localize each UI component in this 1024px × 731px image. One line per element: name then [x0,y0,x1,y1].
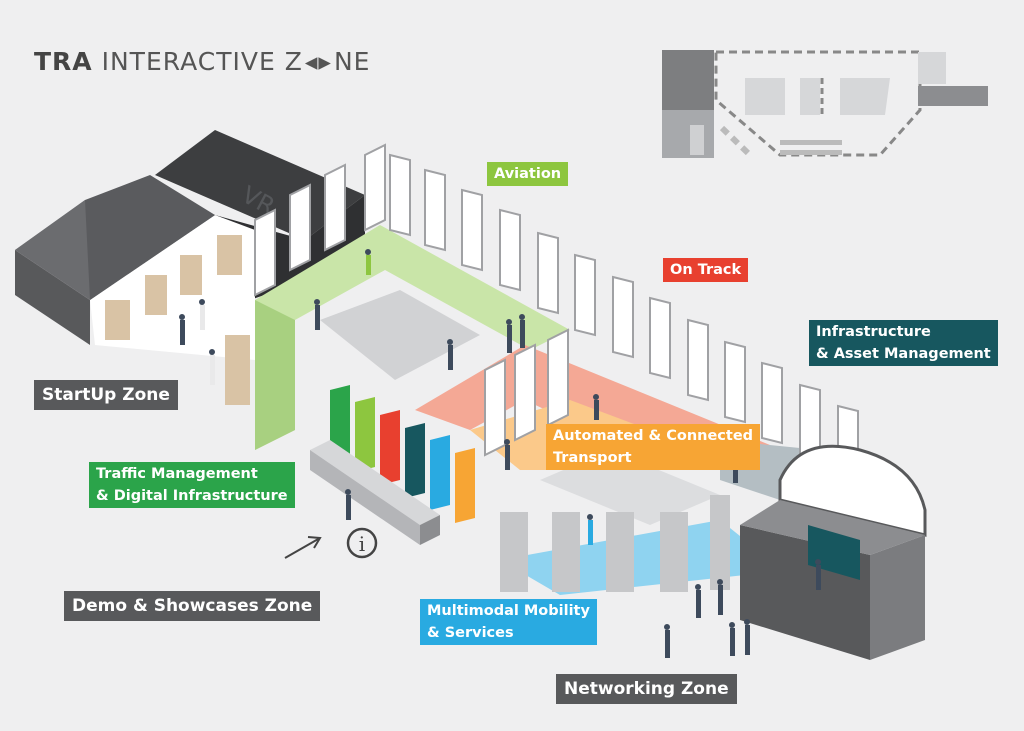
multimodal-label[interactable]: Multimodal Mobility & Services [420,599,597,645]
startup-building [15,175,255,405]
svg-text:i: i [359,532,365,556]
demo-floor [320,290,480,380]
networking-block [740,444,927,660]
people [179,249,821,658]
info-counter [310,440,440,525]
startup-zone-label[interactable]: StartUp Zone [34,380,178,410]
networking-zone-label[interactable]: Networking Zone [556,674,737,704]
multimodal-pillars [500,495,730,592]
page-title: TRA INTERACTIVE Z◂▸NE [34,47,371,76]
mini-map [662,50,988,158]
automated-label[interactable]: Automated & Connected Transport [546,424,761,470]
on-track-label[interactable]: On Track [663,258,749,282]
arrow-icon [284,536,322,559]
aviation-label[interactable]: Aviation [487,162,569,186]
infrastructure-label[interactable]: Infrastructure & Asset Management [809,320,998,366]
aviation-wall [255,300,295,450]
display-panels [330,385,475,523]
traffic-label[interactable]: Traffic Management & Digital Infrastruct… [89,462,295,508]
info-icon[interactable]: i [346,527,378,559]
demo-zone-label[interactable]: Demo & Showcases Zone [64,591,321,621]
aviation-floor [255,225,570,450]
